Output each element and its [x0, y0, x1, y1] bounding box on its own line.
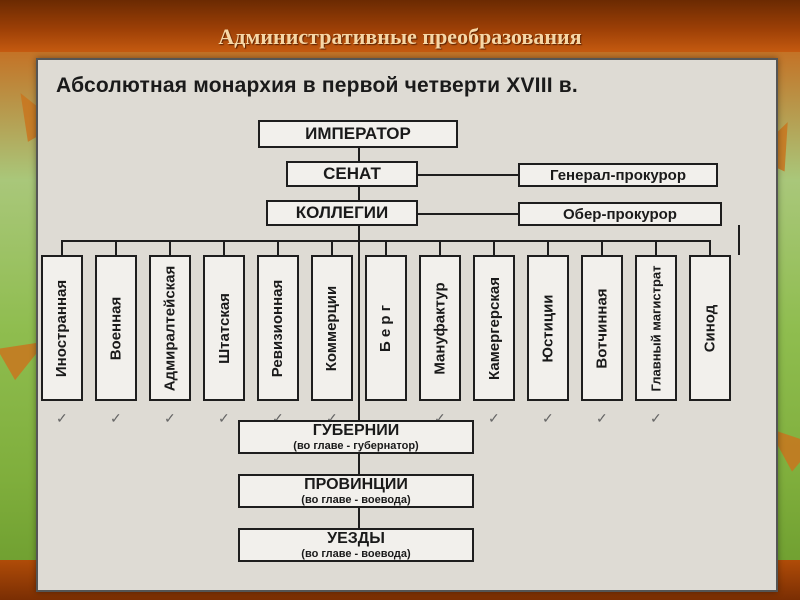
check-mark-icon: ✓ — [110, 410, 122, 426]
check-mark-icon: ✓ — [650, 410, 662, 426]
connector-drop — [655, 240, 657, 255]
check-mark-icon: ✓ — [218, 410, 230, 426]
college-label: Коммерции — [323, 285, 341, 371]
college-patrimonial: Вотчинная — [581, 255, 623, 401]
college-label: Камергерская — [485, 276, 503, 380]
college-commerce: Коммерции — [311, 255, 353, 401]
provinces-label: ПРОВИНЦИИ — [304, 476, 408, 494]
senate-label: СЕНАТ — [323, 164, 381, 183]
connector-drop — [223, 240, 225, 255]
emperor-box: ИМПЕРАТОР — [258, 120, 458, 148]
check-mark-icon: ✓ — [56, 410, 68, 426]
college-state: Штатская — [203, 255, 245, 401]
connector-emperor-senate — [358, 148, 360, 164]
college-berg: Б е р г — [365, 255, 407, 401]
connector-drop — [493, 240, 495, 255]
college-label: Иностранная — [53, 279, 71, 377]
check-mark-icon: ✓ — [272, 410, 284, 426]
connector-drop — [115, 240, 117, 255]
senate-box: СЕНАТ — [286, 161, 418, 187]
gubernii-box: ГУБЕРНИИ (во главе - губернатор) — [238, 420, 474, 454]
collegia-label: КОЛЛЕГИИ — [295, 203, 389, 222]
connector-drop — [709, 240, 711, 255]
college-label: Главный магистрат — [648, 265, 664, 391]
emperor-label: ИМПЕРАТОР — [305, 124, 411, 143]
connector-drop — [61, 240, 63, 255]
college-synod: Синод — [689, 255, 731, 401]
connector-prov-uezd — [358, 508, 360, 528]
check-mark-icon: ✓ — [596, 410, 608, 426]
connector-senate-gp — [418, 174, 518, 176]
connector-drop — [439, 240, 441, 255]
check-mark-icon: ✓ — [542, 410, 554, 426]
diagram-scan: Абсолютная монархия в первой четверти XV… — [36, 58, 778, 592]
chief-prosecutor-box: Обер-прокурор — [518, 202, 722, 226]
college-revision: Ревизионная — [257, 255, 299, 401]
gubernii-label: ГУБЕРНИИ — [312, 422, 400, 440]
college-label: Мануфактур — [431, 281, 449, 375]
connector-op-synod — [738, 225, 740, 255]
college-label: Адмиралтейская — [161, 265, 179, 391]
general-prosecutor-box: Генерал-прокурор — [518, 163, 718, 187]
top-decor-band — [0, 0, 800, 52]
provinces-box: ПРОВИНЦИИ (во главе - воевода) — [238, 474, 474, 508]
connector-collegia-op — [418, 213, 518, 215]
college-main-magistrate: Главный магистрат — [635, 255, 677, 401]
general-prosecutor-label: Генерал-прокурор — [549, 166, 687, 184]
college-manufactory: Мануфактур — [419, 255, 461, 401]
college-label: Военная — [107, 296, 125, 360]
slide-title: Административные преобразования — [218, 24, 582, 49]
connector-gub-prov — [358, 454, 360, 474]
college-label: Ревизионная — [269, 279, 287, 377]
check-mark-icon: ✓ — [488, 410, 500, 426]
chief-prosecutor-label: Обер-прокурор — [563, 205, 677, 223]
college-chamber: Камергерская — [473, 255, 515, 401]
uezdy-head-label: (во главе - воевода) — [301, 547, 411, 560]
connector-drop — [385, 240, 387, 255]
collegia-box: КОЛЛЕГИИ — [266, 200, 418, 226]
connector-drop — [277, 240, 279, 255]
college-military: Военная — [95, 255, 137, 401]
provinces-head-label: (во главе - воевода) — [301, 493, 411, 506]
gubernii-head-label: (во главе - губернатор) — [293, 439, 419, 452]
college-foreign: Иностранная — [41, 255, 83, 401]
connector-drop — [331, 240, 333, 255]
college-justice: Юстиции — [527, 255, 569, 401]
uezdy-box: УЕЗДЫ (во главе - воевода) — [238, 528, 474, 562]
diagram-title: Абсолютная монархия в первой четверти XV… — [56, 74, 578, 97]
college-label: Юстиции — [539, 293, 557, 363]
connector-drop — [547, 240, 549, 255]
college-label: Штатская — [215, 292, 233, 364]
connector-spine — [358, 224, 360, 420]
college-admiralty: Адмиралтейская — [149, 255, 191, 401]
check-mark-icon: ✓ — [434, 410, 446, 426]
connector-drop — [169, 240, 171, 255]
uezdy-label: УЕЗДЫ — [327, 530, 385, 548]
check-mark-icon: ✓ — [326, 410, 338, 426]
college-label: Вотчинная — [593, 287, 611, 369]
check-mark-icon: ✓ — [164, 410, 176, 426]
connector-drop — [601, 240, 603, 255]
connector-senate-collegia — [358, 186, 360, 202]
college-label: Б е р г — [377, 304, 395, 352]
college-label: Синод — [701, 304, 719, 352]
